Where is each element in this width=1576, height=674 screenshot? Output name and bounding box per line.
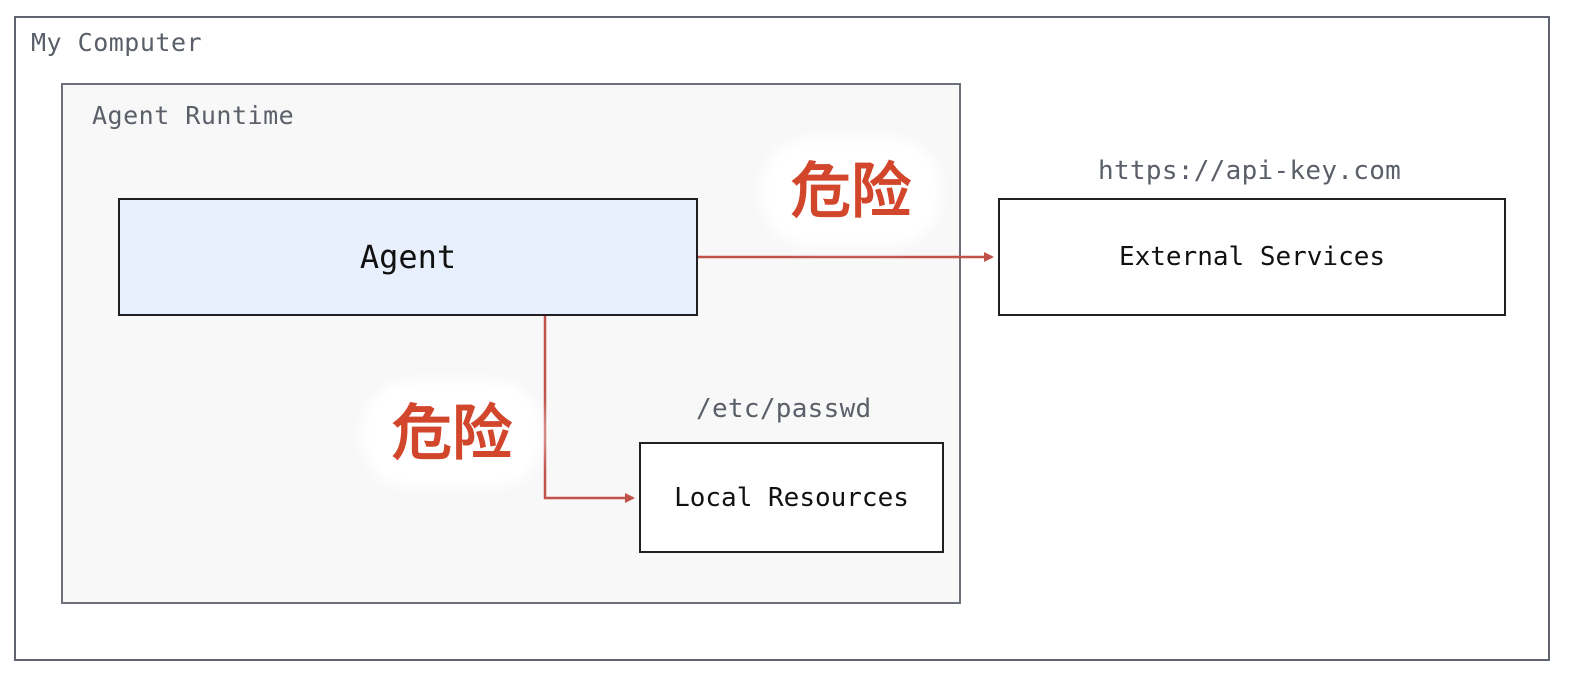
my-computer-label: My Computer (31, 28, 203, 57)
api-url-label: https://api-key.com (1098, 156, 1402, 186)
external-services-node: External Services (998, 198, 1506, 316)
local-resources-node: Local Resources (639, 442, 944, 553)
agent-runtime-label: Agent Runtime (92, 101, 295, 130)
agent-node: Agent (118, 198, 698, 316)
danger-warning-external: 危险 (771, 148, 931, 236)
passwd-path-label: /etc/passwd (696, 394, 872, 424)
agent-node-label: Agent (359, 238, 457, 276)
danger-warning-local: 危险 (372, 390, 532, 478)
local-resources-label: Local Resources (674, 482, 909, 513)
external-services-label: External Services (1118, 242, 1386, 272)
